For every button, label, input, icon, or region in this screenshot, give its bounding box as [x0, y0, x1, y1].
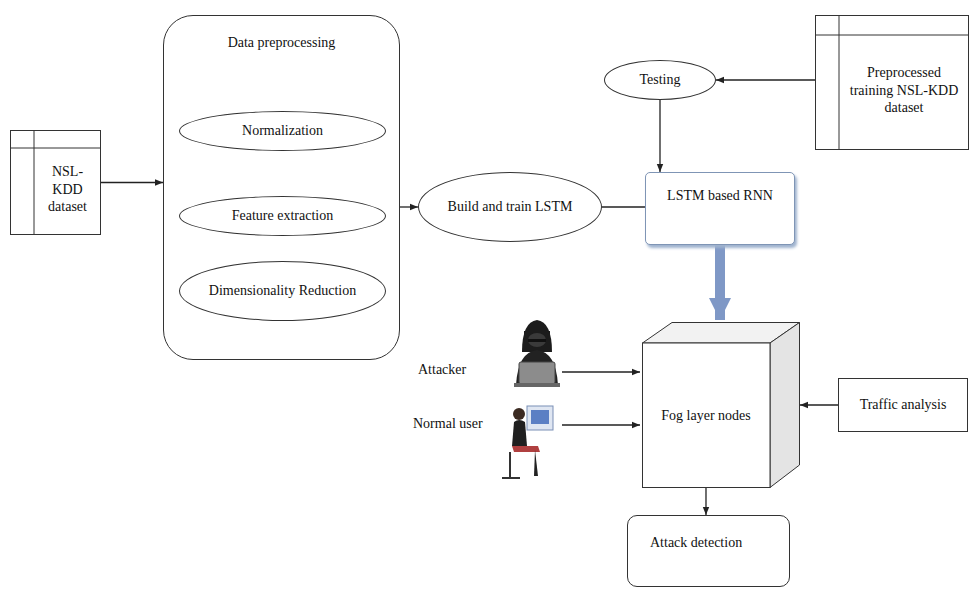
actor-label: Attacker: [418, 362, 466, 378]
process-ellipse: Normalization: [179, 111, 386, 151]
node-label: Testing: [639, 71, 680, 89]
normal-user-icon: [502, 406, 553, 478]
cube-outline: [642, 322, 800, 488]
actor-label: Normal user: [413, 416, 483, 432]
process-box: Traffic analysis: [838, 378, 968, 432]
node-label: Build and train LSTM: [448, 198, 573, 216]
node-label: Fog layer nodes: [661, 407, 750, 425]
process-ellipse: Build and train LSTM: [418, 172, 602, 242]
flow-arrow-thick: [715, 245, 725, 320]
node-label: Dimensionality Reduction: [209, 282, 356, 300]
flow-arrow: [659, 100, 660, 172]
table-lines: [816, 16, 968, 149]
attacker-icon: [514, 320, 560, 387]
table-line: [839, 16, 840, 149]
process-ellipse: Testing: [604, 60, 716, 100]
cube-side: [770, 323, 800, 488]
flow-arrow: [101, 182, 163, 183]
dataset-box: NSL-KDD dataset: [10, 130, 101, 235]
cube-front: [643, 343, 771, 488]
dataset-box: Preprocessed training NSL-KDD dataset: [815, 15, 969, 150]
node-label: NSL-KDD dataset: [39, 163, 96, 216]
flow-arrow: [716, 79, 815, 80]
process-ellipse: Feature extraction: [179, 196, 386, 236]
fog-cube: Fog layer nodes: [642, 322, 800, 488]
node-label: Traffic analysis: [860, 396, 947, 414]
node-label: Normalization: [242, 122, 323, 140]
node-label: Feature extraction: [232, 207, 333, 225]
process-ellipse: Dimensionality Reduction: [179, 261, 386, 321]
flow-arrow: [800, 404, 838, 405]
node-label: LSTM based RNN: [667, 187, 773, 205]
table-line: [11, 148, 100, 149]
node-label: Data preprocessing: [164, 34, 399, 52]
flow-arrow: [602, 206, 645, 207]
flow-arrow: [400, 206, 418, 207]
attacker-arrow: [562, 371, 640, 372]
result-box: Attack detection: [627, 515, 790, 587]
flow-arrow: [705, 488, 706, 515]
preprocessing-group: Data preprocessingNormalizationFeature e…: [163, 15, 400, 360]
table-line: [34, 131, 35, 234]
model-box: LSTM based RNN: [645, 172, 795, 245]
user-arrow: [562, 424, 640, 425]
node-label: Preprocessed training NSL-KDD dataset: [844, 64, 964, 117]
node-label: Attack detection: [650, 534, 742, 552]
